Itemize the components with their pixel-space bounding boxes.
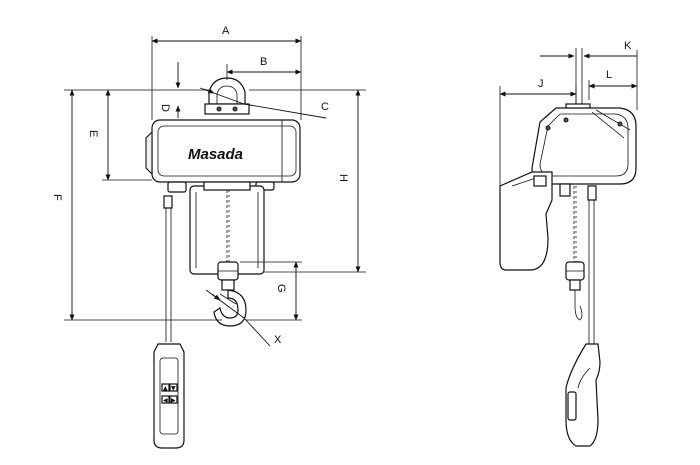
dimension-label-f: F bbox=[51, 194, 63, 201]
dimension-g: G bbox=[240, 261, 302, 321]
pendant-button-down: ▼ bbox=[171, 385, 176, 392]
side-pendant-control bbox=[565, 343, 601, 447]
dimension-label-e: E bbox=[87, 130, 99, 137]
pendant-buttons: ▲ ▼ ◀ ▶ bbox=[161, 383, 178, 404]
hoist-body: Masada bbox=[145, 119, 301, 193]
dimension-label-k: K bbox=[624, 40, 632, 52]
side-view: J K L bbox=[499, 40, 638, 447]
dimension-l: L bbox=[588, 69, 638, 100]
dimension-a: A bbox=[151, 25, 302, 120]
dimension-label-d: D bbox=[159, 104, 171, 112]
pendant-button-up: ▲ bbox=[163, 385, 168, 392]
side-chain-container bbox=[499, 171, 571, 271]
load-chain bbox=[226, 190, 230, 262]
top-suspension-eye bbox=[204, 77, 250, 115]
load-hook bbox=[213, 261, 247, 327]
pendant-button-right: ▶ bbox=[171, 397, 176, 404]
dimension-label-j: J bbox=[538, 78, 544, 90]
dimension-e: E bbox=[87, 89, 172, 181]
dimension-x: X bbox=[205, 289, 282, 347]
dimension-c: C bbox=[199, 87, 329, 119]
dimension-b: B bbox=[226, 56, 302, 80]
dimension-label-x: X bbox=[274, 334, 282, 346]
dimension-label-l: L bbox=[606, 69, 612, 81]
dimension-label-h: H bbox=[337, 174, 349, 182]
front-view: Masada bbox=[51, 25, 366, 449]
dimension-k: K bbox=[540, 40, 638, 110]
brand-logo-text: Masada bbox=[188, 146, 243, 163]
dimension-f: F bbox=[51, 89, 222, 321]
side-load-hook bbox=[565, 261, 585, 321]
dimension-d: D bbox=[159, 62, 210, 118]
side-load-chain bbox=[573, 186, 577, 262]
dimension-label-g: G bbox=[275, 284, 287, 293]
dimension-label-c: C bbox=[321, 101, 329, 113]
dimension-label-b: B bbox=[260, 56, 267, 68]
dimension-label-a: A bbox=[222, 25, 230, 37]
side-pendant-cable bbox=[587, 185, 597, 344]
pendant-control: ▲ ▼ ◀ ▶ bbox=[153, 343, 185, 449]
dimension-j: J bbox=[499, 78, 577, 186]
pendant-button-left: ◀ bbox=[163, 397, 168, 404]
side-suspension-rod bbox=[565, 48, 591, 115]
dimension-h: H bbox=[249, 89, 366, 273]
